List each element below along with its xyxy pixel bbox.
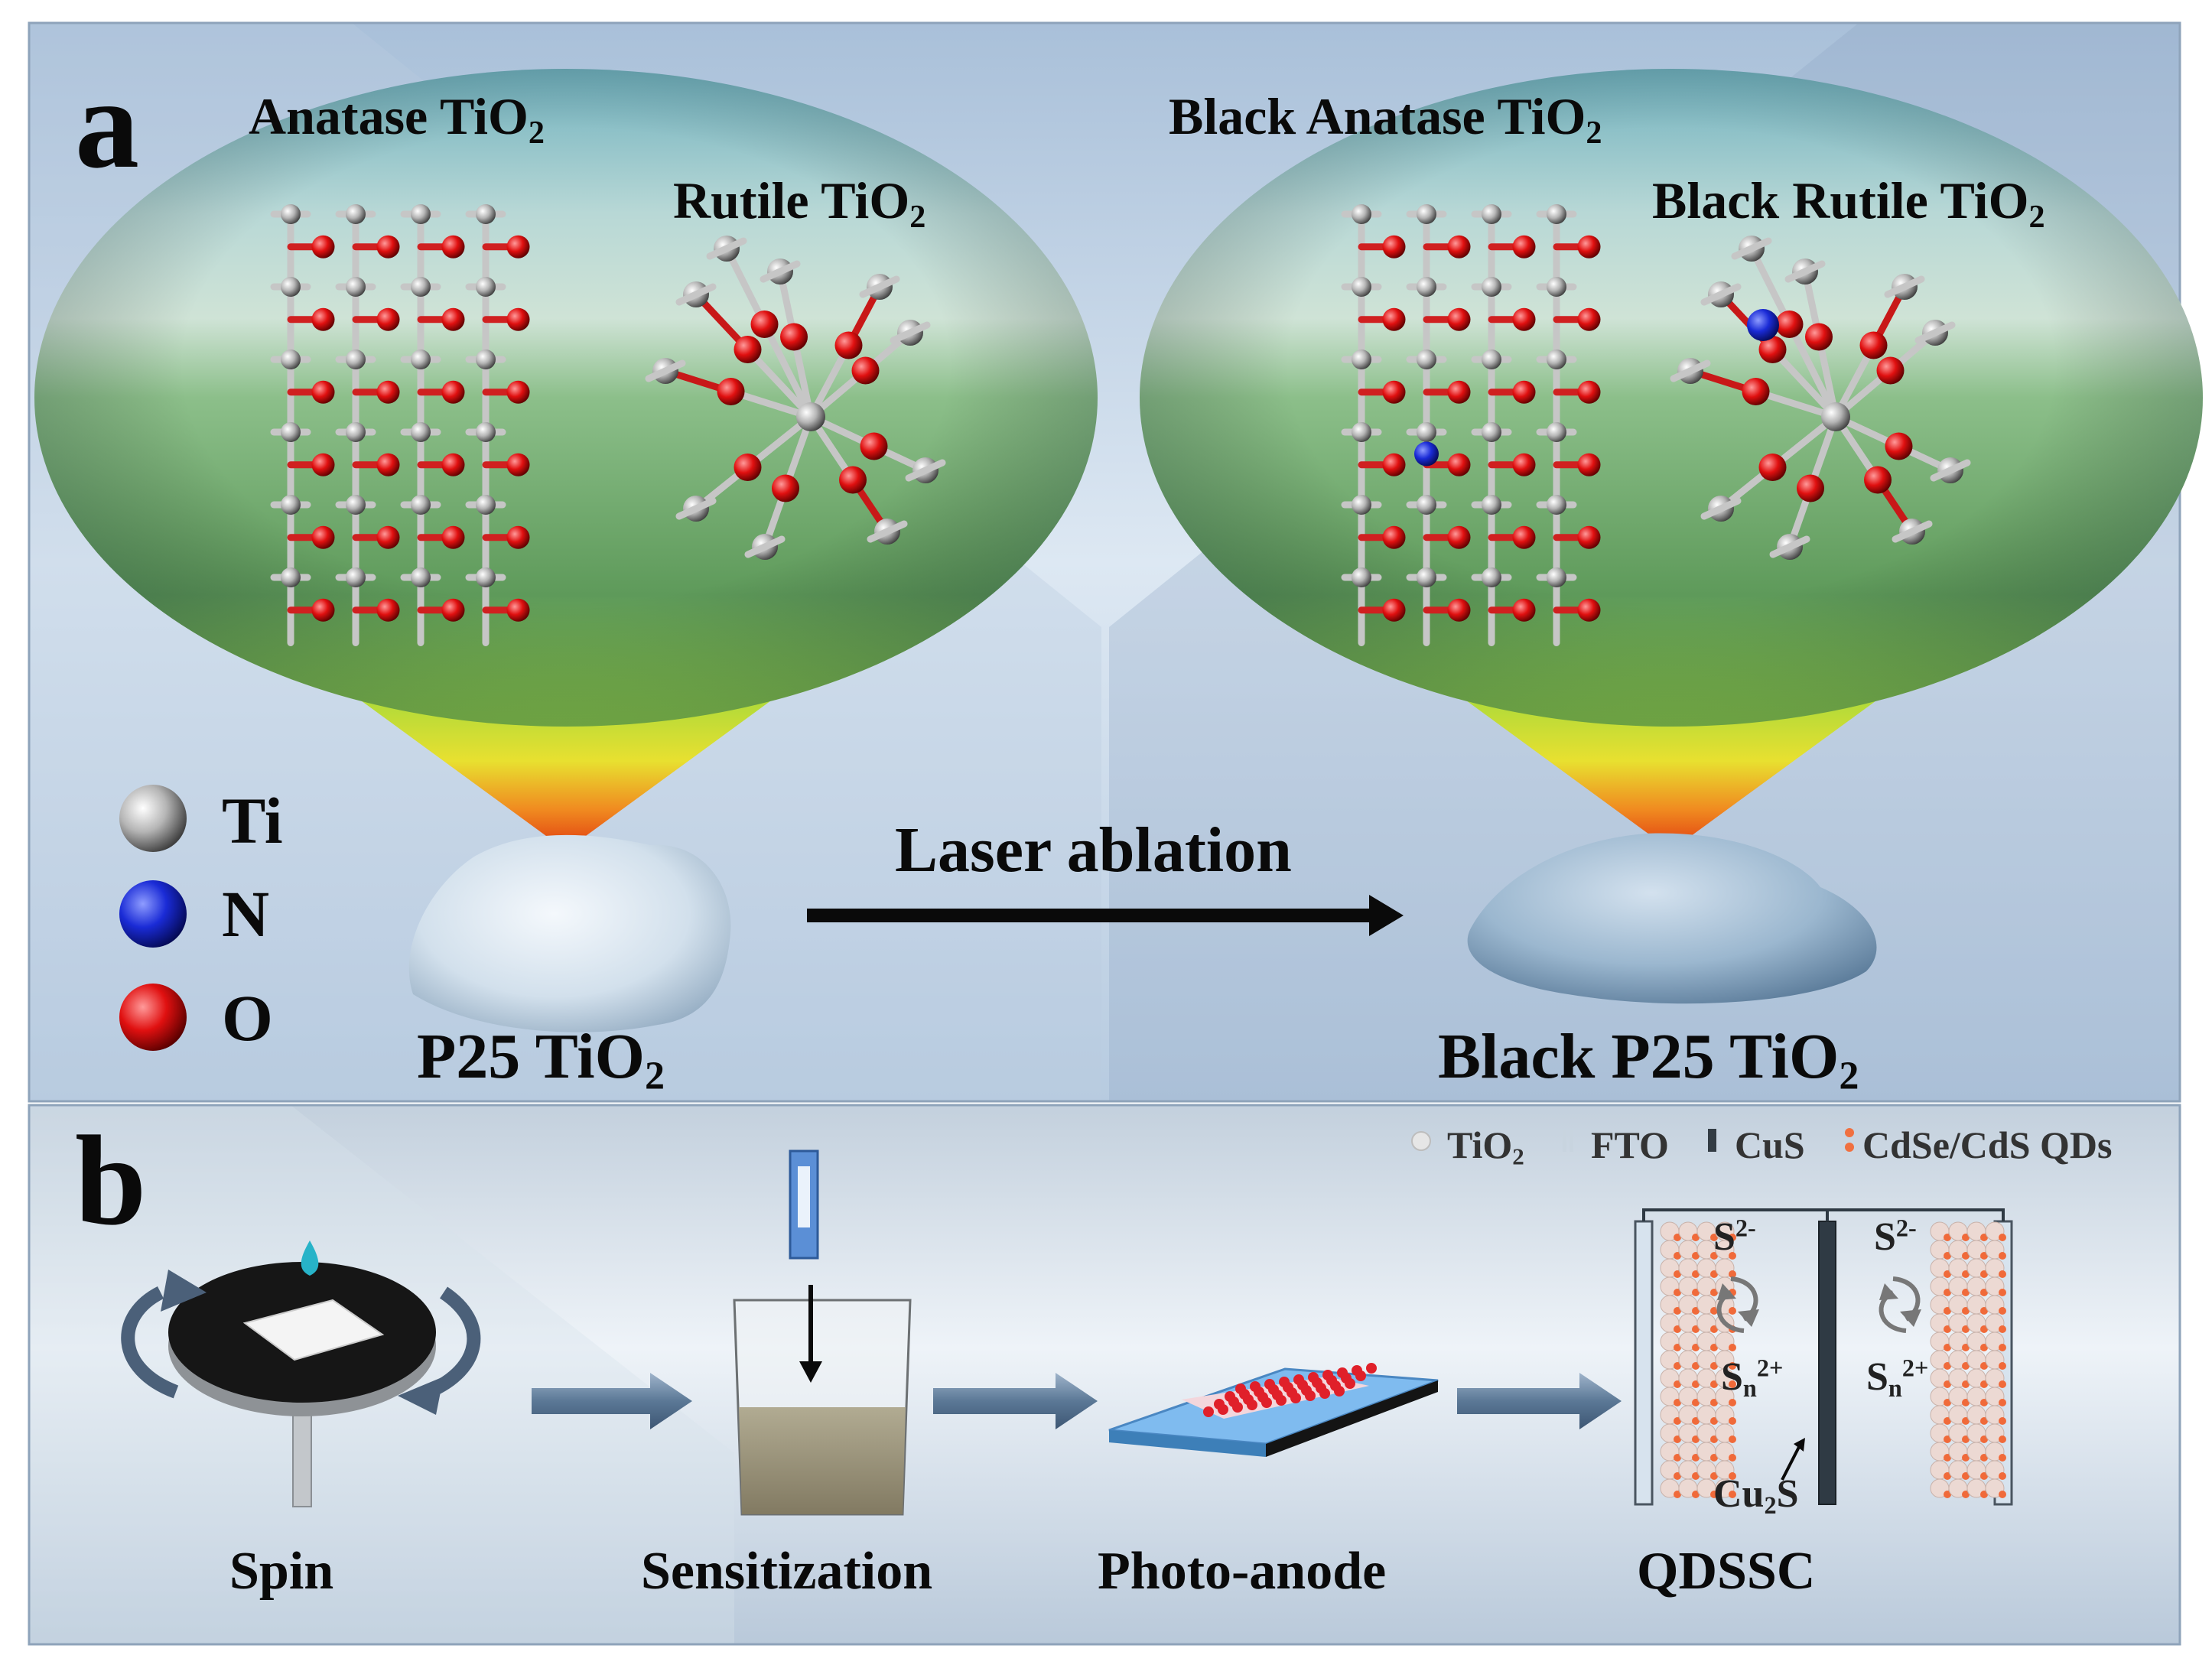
black-p25-label: Black P25 TiO2 [1438,1021,1859,1098]
right-structure-sphere [1140,69,2203,850]
sensitization-beaker-icon [733,1149,912,1516]
black-p25-powder [1467,833,1877,1004]
step-sensitization-label: Sensitization [641,1542,933,1601]
ti-atom-icon [119,785,187,852]
step-arrow-1 [532,1373,692,1429]
step-arrow-3 [1457,1373,1622,1429]
black-rutile-title: Black Rutile TiO2 [1652,171,2045,235]
photo-anode-icon [1108,1363,1439,1457]
o-atom-icon [119,984,187,1051]
legend-o-label: O [222,981,273,1055]
panel-b-label: b [75,1110,147,1252]
step-photo-anode-label: Photo-anode [1098,1542,1387,1601]
qdssc-cell-icon [1634,1208,2013,1506]
panel-b [28,1104,2181,1646]
fto-glass-icon [1563,1130,1573,1152]
anatase-title: Anatase TiO2 [249,87,545,151]
key-qd-label: CdSe/CdS QDs [1862,1123,2113,1166]
key-tio2-label: TiO2 [1447,1123,1524,1170]
legend-ti-label: Ti [222,784,283,857]
crystal-structures [270,204,1971,646]
s2-ion-right: S2- [1874,1214,1917,1259]
redox-arrows-right [1879,1276,1921,1333]
cu2s-label: Cu2S [1713,1472,1799,1520]
panel-a-label: a [75,53,139,195]
p25-powder [408,834,731,1032]
step-qdssc-label: QDSSC [1637,1542,1816,1601]
legend-n-label: N [222,877,270,951]
step-arrow-2 [933,1373,1098,1429]
step-spin-label: Spin [229,1542,334,1601]
black-anatase-title: Black Anatase TiO2 [1169,87,1602,151]
sn-ion-left: Sn2+ [1721,1354,1784,1403]
key-cus-label: CuS [1735,1123,1805,1166]
tio2-particle-icon [1411,1131,1431,1151]
rutile-title: Rutile TiO2 [673,171,926,235]
p25-label: P25 TiO2 [417,1021,665,1098]
qd-particle-icon [1845,1128,1854,1152]
left-structure-sphere [34,69,1098,850]
redox-arrows-left [1716,1276,1759,1333]
panel-a [28,21,2203,1103]
laser-ablation-arrow [807,895,1404,936]
cus-electrode-icon [1708,1129,1716,1152]
key-fto-label: FTO [1591,1123,1669,1166]
spin-coater-icon [121,1240,481,1507]
sn-ion-right: Sn2+ [1866,1354,1929,1403]
s2-ion-left: S2- [1713,1214,1756,1259]
laser-ablation-label: Laser ablation [895,814,1292,886]
n-atom-icon [119,880,187,948]
